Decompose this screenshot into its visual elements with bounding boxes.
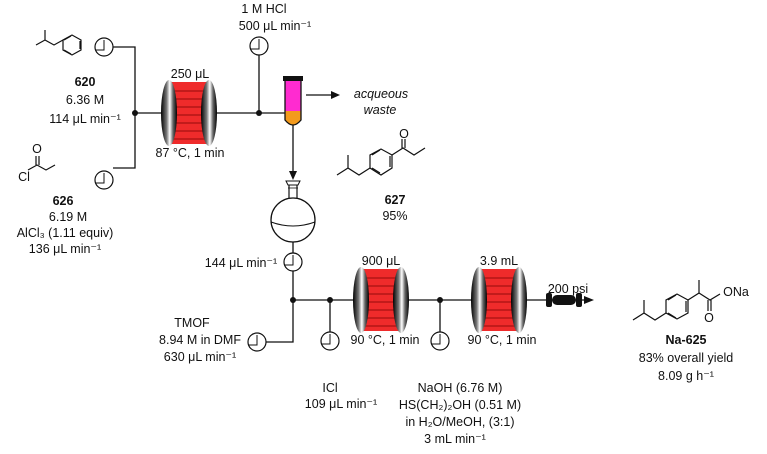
tmof-label: TMOF bbox=[174, 316, 210, 330]
compound-626-flow: 136 μL min⁻¹ bbox=[28, 242, 102, 256]
waste-label-line2: waste bbox=[363, 103, 397, 117]
hcl-flow: 500 μL min⁻¹ bbox=[238, 19, 312, 33]
naoh-line1: NaOH (6.76 M) bbox=[417, 381, 503, 395]
naoh-line3: in H₂O/MeOH, (3:1) bbox=[405, 415, 515, 429]
compound-626-atom-cl: Cl bbox=[18, 170, 30, 184]
reactor-2-volume: 900 μL bbox=[361, 254, 401, 268]
reactor-1-volume: 250 μL bbox=[170, 67, 210, 81]
reactor-2-conditions: 90 °C, 1 min bbox=[350, 333, 420, 347]
structure-626 bbox=[27, 156, 56, 171]
product-throughput: 8.09 g h⁻¹ bbox=[658, 369, 714, 383]
compound-620-conc: 6.36 M bbox=[65, 93, 105, 107]
reactor-3-conditions: 90 °C, 1 min bbox=[467, 333, 537, 347]
reactor-3-volume: 3.9 mL bbox=[479, 254, 519, 268]
back-pressure-regulator[interactable] bbox=[546, 293, 582, 307]
compound-626-conc: 6.19 M bbox=[48, 210, 88, 224]
product-atom-o: O bbox=[704, 311, 714, 325]
waste-label-line1: acqueous bbox=[353, 87, 409, 101]
structure-na-625 bbox=[632, 280, 721, 321]
pump-icl[interactable] bbox=[320, 331, 340, 351]
flask-outflow: 144 μL min⁻¹ bbox=[204, 256, 278, 270]
product-arrowhead bbox=[584, 296, 594, 304]
reactor-1-conditions: 87 °C, 1 min bbox=[155, 146, 225, 160]
junction-dot bbox=[256, 110, 262, 116]
compound-626-additive: AlCl₃ (1.11 equiv) bbox=[16, 226, 114, 240]
icl-label: ICl bbox=[322, 381, 338, 395]
structure-627 bbox=[336, 139, 426, 176]
structure-620 bbox=[35, 30, 82, 56]
pump-tmof[interactable] bbox=[247, 332, 267, 352]
pump-flask-outflow[interactable] bbox=[283, 252, 303, 272]
pump-620[interactable] bbox=[94, 37, 114, 57]
compound-620-id: 620 bbox=[74, 75, 96, 89]
round-bottom-flask[interactable] bbox=[270, 180, 316, 243]
flask-arrowhead bbox=[289, 171, 297, 180]
junction-dot bbox=[290, 297, 296, 303]
waste-arrowhead bbox=[331, 91, 340, 99]
tmof-flow: 630 μL min⁻¹ bbox=[163, 350, 237, 364]
compound-626-atom-o: O bbox=[32, 142, 42, 156]
compound-626-id: 626 bbox=[52, 194, 74, 208]
naoh-line2: HS(CH₂)₂OH (0.51 M) bbox=[398, 398, 522, 412]
compound-627-yield: 95% bbox=[382, 209, 408, 223]
naoh-flow: 3 mL min⁻¹ bbox=[424, 432, 486, 446]
bpr-pressure: 200 psi bbox=[547, 282, 589, 296]
icl-flow: 109 μL min⁻¹ bbox=[304, 397, 378, 411]
pump-naoh[interactable] bbox=[430, 331, 450, 351]
pump-hcl[interactable] bbox=[249, 36, 269, 56]
junction-dot bbox=[132, 110, 138, 116]
compound-627-atom-o: O bbox=[399, 127, 409, 141]
compound-620-flow: 114 μL min⁻¹ bbox=[49, 112, 121, 126]
separator-tube[interactable] bbox=[283, 76, 303, 126]
hcl-label: 1 M HCl bbox=[241, 2, 287, 16]
product-id: Na-625 bbox=[665, 333, 707, 347]
pump-626[interactable] bbox=[94, 170, 114, 190]
junction-dot bbox=[437, 297, 443, 303]
coil-reactor-2[interactable] bbox=[353, 267, 409, 333]
compound-627-id: 627 bbox=[384, 193, 406, 207]
junction-dot bbox=[327, 297, 333, 303]
tmof-conc: 8.94 M in DMF bbox=[159, 333, 241, 347]
coil-reactor-3[interactable] bbox=[471, 267, 527, 333]
product-atom-ona: ONa bbox=[723, 285, 749, 299]
product-yield: 83% overall yield bbox=[638, 351, 734, 365]
coil-reactor-1[interactable] bbox=[161, 80, 217, 146]
